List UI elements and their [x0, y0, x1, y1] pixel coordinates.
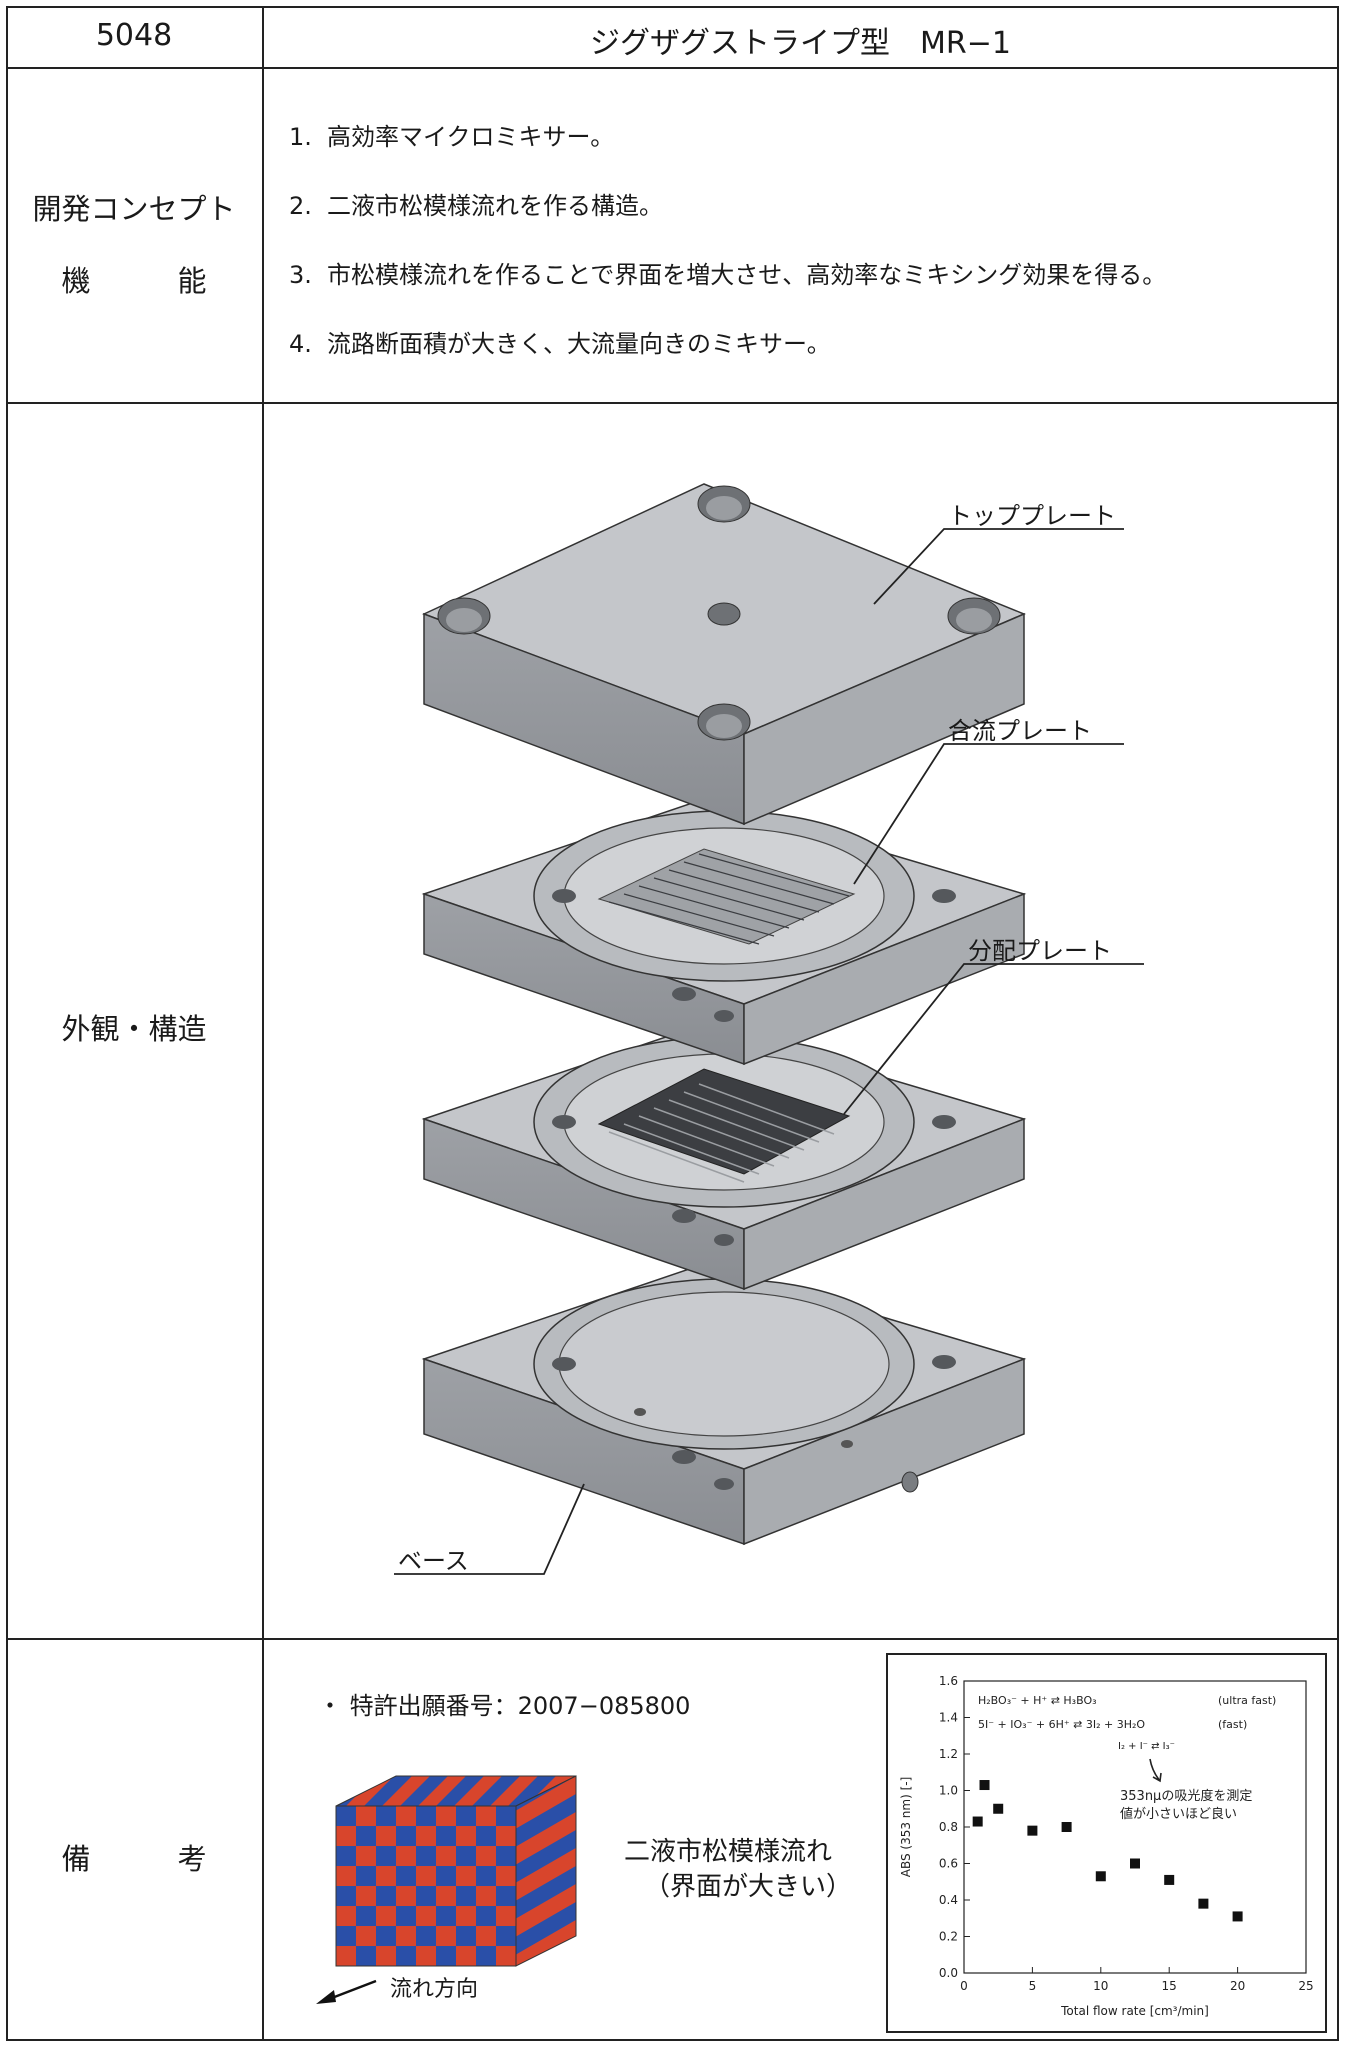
reaction-1-speed: (ultra fast) [1218, 1694, 1276, 1707]
concept-item-number: 1. [289, 123, 312, 151]
reaction-2-speed: (fast) [1218, 1718, 1247, 1731]
distribution-plate [421, 1023, 1027, 1291]
base-label: ベース [398, 1547, 469, 1575]
concept-item: 4. 流路断面積が大きく、大流量向きのミキサー。 [289, 329, 831, 359]
reaction-1: H₂BO₃⁻ + H⁺ ⇄ H₃BO₃ [978, 1694, 1097, 1707]
note-line-1: 353nμの吸光度を測定 [1120, 1788, 1252, 1804]
concept-divider [6, 402, 1339, 404]
x-tick-label: 15 [1162, 1979, 1177, 1993]
y-tick-label: 0.0 [939, 1966, 958, 1980]
product-code: 5048 [95, 18, 173, 53]
y-tick-label: 0.4 [939, 1893, 958, 1907]
exploded-assembly-drawing [394, 483, 1144, 1575]
concept-label: 開発コンセプト [32, 192, 236, 226]
y-tick-label: 1.4 [939, 1711, 958, 1725]
border-top [6, 6, 1339, 8]
y-tick-label: 0.6 [939, 1857, 958, 1871]
concept-item: 2. 二液市松模様流れを作る構造。 [289, 191, 663, 221]
reaction-3: I₂ + I⁻ ⇄ I₃⁻ [1118, 1741, 1175, 1752]
concept-item: 1. 高効率マイクロミキサー。 [289, 122, 614, 152]
reaction-2: 5I⁻ + IO₃⁻ + 6H⁺ ⇄ 3I₂ + 3H₂O [978, 1718, 1145, 1731]
concept-item-number: 3. [289, 261, 312, 289]
border-right [1337, 6, 1339, 2041]
data-point [1130, 1858, 1140, 1869]
y-tick-label: 1.2 [939, 1747, 958, 1761]
note-line-2: 値が小さいほど良い [1120, 1806, 1237, 1822]
merge-plate [421, 798, 1027, 1066]
concept-item-text: 流路断面積が大きく、大流量向きのミキサー。 [327, 330, 831, 358]
concept-item-number: 4. [289, 330, 312, 358]
top-plate-label: トッププレート [948, 502, 1116, 530]
data-point [1095, 1871, 1106, 1882]
annotation-arrow [1149, 1758, 1162, 1783]
base-plate [421, 1263, 1027, 1546]
appearance-label: 外観・構造 [61, 1012, 207, 1046]
concept-item-number: 2. [289, 192, 312, 220]
concept-item-text: 二液市松模様流れを作る構造。 [327, 192, 663, 220]
checkerboard-flow-caption: 二液市松模様流れ [624, 1837, 833, 1867]
y-tick-label: 0.8 [939, 1820, 958, 1834]
patent-number: ・ 特許出願番号：2007−085800 [318, 1692, 691, 1720]
x-tick-label: 0 [960, 1979, 968, 1993]
x-tick-label: 25 [1298, 1979, 1313, 1993]
column-divider [262, 6, 264, 2041]
x-tick-label: 20 [1230, 1979, 1245, 1993]
y-tick-label: 1.6 [939, 1674, 958, 1688]
concept-item-text: 市松模様流れを作ることで界面を増大させ、高効率なミキシング効果を得る。 [327, 261, 1167, 289]
function-label: 機 能 [61, 264, 207, 298]
data-point [979, 1780, 990, 1791]
x-tick-label: 10 [1093, 1979, 1108, 1993]
spec-sheet: 5048 ジグザグストライプ型 MR−1 開発コンセプト 機 能 1. 高効率マイ… [6, 6, 1339, 2041]
checkerboard-flow-illustration [316, 1775, 577, 2004]
border-bottom [6, 2039, 1339, 2041]
data-point [1027, 1825, 1038, 1836]
border-left [6, 6, 8, 2041]
concept-item-text: 高効率マイクロミキサー。 [327, 123, 615, 151]
y-tick-label: 0.2 [939, 1930, 958, 1944]
y-axis-label: ABS (353 nm) [-] [899, 1777, 913, 1878]
x-tick-label: 5 [1029, 1979, 1037, 1993]
data-point [1164, 1874, 1175, 1885]
concept-item: 3. 市松模様流れを作ることで界面を増大させ、高効率なミキシング効果を得る。 [289, 260, 1166, 290]
appearance-divider [6, 1638, 1339, 1640]
absorbance-chart: 0 5 10 15 20 25 0.0 0.2 0.4 0.6 0.8 1.0 1.2 1.4 1.6Tot… [899, 1674, 1314, 2018]
data-point [972, 1816, 983, 1827]
header-divider [6, 67, 1339, 69]
data-point [1061, 1822, 1072, 1832]
merge-plate-label: 合流プレート [948, 717, 1092, 745]
data-point [1232, 1911, 1243, 1922]
data-point [1198, 1898, 1209, 1909]
top-plate [422, 483, 1026, 826]
distribution-plate-label: 分配プレート [968, 937, 1112, 965]
interface-caption: （界面が大きい） [644, 1872, 853, 1902]
y-tick-label: 1.0 [939, 1784, 958, 1798]
flow-direction-label: 流れ方向 [390, 1977, 479, 2002]
data-point [993, 1803, 1004, 1814]
x-axis-label: Total flow rate [cm³/min] [1060, 2004, 1209, 2018]
leader-lines [394, 528, 1144, 1575]
remarks-label: 備 考 [61, 1842, 207, 1876]
product-title: ジグザグストライプ型 MR−1 [590, 26, 1011, 61]
